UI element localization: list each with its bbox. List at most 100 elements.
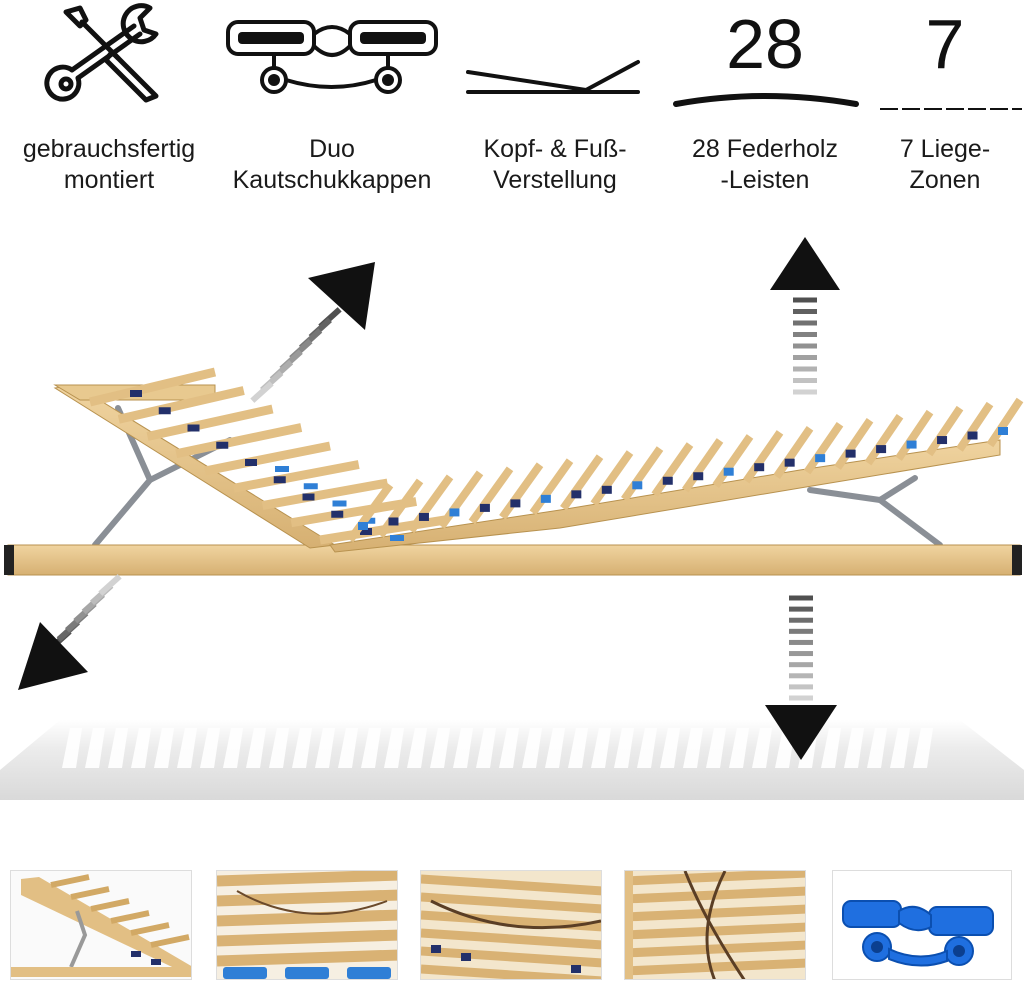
shadow-slat xyxy=(499,728,519,768)
slat-cap xyxy=(967,431,978,440)
thumbnail-blue-cap[interactable] xyxy=(832,870,1012,980)
slat xyxy=(864,413,904,466)
shadow-slat xyxy=(177,728,197,768)
arrow-dash xyxy=(793,389,817,395)
slat xyxy=(438,470,484,529)
arrow-dash xyxy=(793,378,817,383)
shadow-slat xyxy=(292,728,312,768)
slat xyxy=(468,466,514,525)
curved-slat-icon xyxy=(673,93,859,107)
shadow-slat xyxy=(223,728,243,768)
shadow-slat xyxy=(430,728,450,768)
flat-frame-shadow xyxy=(0,720,1024,800)
shadow-slat xyxy=(108,728,128,768)
arrow-dash xyxy=(98,574,122,596)
slat xyxy=(956,401,994,452)
arrow-dash xyxy=(793,309,817,314)
slat-cap xyxy=(216,441,229,449)
slats xyxy=(88,367,1024,545)
arrow-dash xyxy=(793,343,817,349)
shadow-slat xyxy=(476,728,496,768)
slat xyxy=(204,441,331,476)
slat-cap xyxy=(540,494,551,503)
shadow-slat xyxy=(545,728,565,768)
slat-cap xyxy=(130,390,142,397)
slat xyxy=(773,426,814,479)
feature-slats: 28 28 Federholz -Leisten xyxy=(664,0,866,194)
slat-cap xyxy=(449,508,460,517)
slat-cap xyxy=(876,445,887,454)
slat-cap xyxy=(418,512,429,521)
slat-cap xyxy=(479,503,490,512)
slat xyxy=(895,409,934,461)
slat xyxy=(346,482,394,543)
thumbnail-strap-detail[interactable] xyxy=(624,870,806,980)
feature-zones: 7 7 Liege- Zonen xyxy=(866,0,1024,194)
slat xyxy=(261,478,389,510)
shadow-slat xyxy=(821,728,841,768)
slat-cap xyxy=(510,499,521,508)
arrow-dash xyxy=(250,381,274,403)
thumbnail-side-view[interactable] xyxy=(10,870,192,980)
shadow-slat xyxy=(913,728,933,768)
zones-dash-icon xyxy=(880,108,1022,110)
shadow-slat xyxy=(269,728,289,768)
slat-cap xyxy=(845,449,856,458)
feature-assembled: gebrauchsfertig montiert xyxy=(0,0,218,194)
shadow-slat xyxy=(453,728,473,768)
slat-cap xyxy=(245,459,257,466)
feature-label: 28 Federholz -Leisten xyxy=(692,135,838,194)
slat xyxy=(803,422,844,475)
shadow-slat xyxy=(844,728,864,768)
zone-count-number: 7 xyxy=(925,5,965,83)
arrow-foot-up xyxy=(770,237,840,395)
feature-label: Kopf- & Fuß- Verstellung xyxy=(483,135,627,194)
shadow-slat xyxy=(683,728,703,768)
arrow-dash xyxy=(789,639,813,645)
slat-cap xyxy=(273,476,286,484)
arrow-dash xyxy=(793,297,817,303)
slat xyxy=(742,430,784,484)
arrow-dash xyxy=(789,662,813,668)
feature-label: Duo Kautschukkappen xyxy=(232,135,432,194)
slat-cap xyxy=(571,490,582,499)
slat-cap xyxy=(388,517,399,526)
slat-cap xyxy=(358,522,368,530)
slat xyxy=(117,386,245,424)
slat xyxy=(925,405,964,457)
slat xyxy=(621,446,664,502)
feature-label: gebrauchsfertig montiert xyxy=(22,135,196,194)
slat xyxy=(499,462,544,520)
slat xyxy=(681,438,724,493)
arrow-dash xyxy=(789,595,813,601)
slat xyxy=(560,454,604,511)
slat-cap xyxy=(815,454,826,463)
slat xyxy=(146,404,274,441)
arrow-dash xyxy=(793,332,817,337)
middle-rail xyxy=(329,439,1001,553)
rubber-cap-icon xyxy=(226,20,438,94)
slat-cap xyxy=(158,407,171,415)
slat xyxy=(175,423,303,459)
slat xyxy=(290,497,418,528)
shadow-slat xyxy=(246,728,266,768)
thumbnail-center-adjust[interactable] xyxy=(420,870,602,980)
shadow-slat xyxy=(315,728,335,768)
slat-cap xyxy=(360,528,372,535)
feature-caps: Duo Kautschukkappen xyxy=(218,0,446,194)
arrow-dash xyxy=(789,673,813,679)
arrow-dash xyxy=(789,695,813,701)
arrow-dash xyxy=(789,684,813,690)
slat-cap xyxy=(275,466,289,472)
arrow-dash xyxy=(789,628,813,634)
slat-cap xyxy=(662,476,673,485)
thumbnail-caps-closeup[interactable] xyxy=(216,870,398,980)
shadow-slat xyxy=(660,728,680,768)
slat-cap xyxy=(723,467,734,476)
slat-cap xyxy=(302,493,315,501)
shadow-slat xyxy=(591,728,611,768)
shadow-slat xyxy=(614,728,634,768)
slat-cap xyxy=(906,440,917,449)
shadow-slat xyxy=(154,728,174,768)
slat-count-number: 28 xyxy=(726,5,804,83)
